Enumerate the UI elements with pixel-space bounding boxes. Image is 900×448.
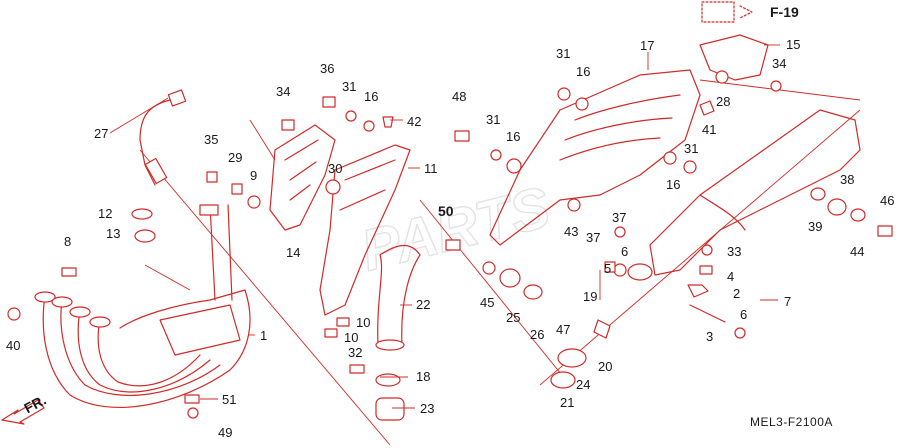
callout-1: 1 bbox=[260, 328, 267, 343]
oxygen-sensor bbox=[139, 89, 187, 186]
leader-lines bbox=[109, 44, 780, 409]
callout-10: 10 bbox=[356, 315, 370, 330]
callout-7: 7 bbox=[784, 294, 791, 309]
callout-40: 40 bbox=[6, 338, 20, 353]
callout-17: 17 bbox=[640, 38, 654, 53]
callout-47: 47 bbox=[556, 322, 570, 337]
callout-6b: 6 bbox=[740, 307, 747, 322]
callout-31b: 31 bbox=[486, 112, 500, 127]
callout-49: 49 bbox=[218, 425, 232, 440]
callout-29: 29 bbox=[228, 150, 242, 165]
callout-19: 19 bbox=[583, 289, 597, 304]
callout-36: 36 bbox=[320, 61, 334, 76]
front-arrow-icon bbox=[1, 399, 45, 425]
callout-16d: 16 bbox=[666, 177, 680, 192]
diagram-code: MEL3-F2100A bbox=[750, 415, 833, 429]
callout-34: 34 bbox=[276, 84, 290, 99]
hardware bbox=[7, 70, 893, 419]
guide-line bbox=[699, 79, 861, 101]
callout-37b: 37 bbox=[586, 230, 600, 245]
callout-46: 46 bbox=[880, 193, 894, 208]
callout-16: 16 bbox=[576, 64, 590, 79]
callouts: 1 2 3 4 5 6 6 7 8 9 10 10 11 12 13 14 15… bbox=[6, 37, 894, 440]
callout-28: 28 bbox=[716, 94, 730, 109]
callout-12: 12 bbox=[98, 206, 112, 221]
callout-20: 20 bbox=[598, 359, 612, 374]
callout-22: 22 bbox=[416, 297, 430, 312]
callout-39: 39 bbox=[808, 219, 822, 234]
callout-48: 48 bbox=[452, 89, 466, 104]
callout-32: 32 bbox=[348, 345, 362, 360]
callout-4: 4 bbox=[727, 269, 734, 284]
guide-line bbox=[419, 199, 571, 386]
callout-38: 38 bbox=[840, 172, 854, 187]
callout-23: 23 bbox=[420, 401, 434, 416]
callout-16c: 16 bbox=[506, 129, 520, 144]
callout-37: 37 bbox=[612, 210, 626, 225]
muffler bbox=[627, 109, 861, 281]
connecting-pipe bbox=[375, 245, 421, 421]
callout-3: 3 bbox=[706, 329, 713, 344]
callout-10b: 10 bbox=[344, 330, 358, 345]
watermark: PARTS bbox=[355, 174, 557, 283]
guide-line bbox=[539, 109, 861, 386]
callout-33: 33 bbox=[727, 244, 741, 259]
callout-44: 44 bbox=[850, 244, 864, 259]
callout-27: 27 bbox=[94, 126, 108, 141]
callout-31: 31 bbox=[342, 79, 356, 94]
callout-26: 26 bbox=[530, 327, 544, 342]
callout-8: 8 bbox=[64, 234, 71, 249]
callout-31c: 31 bbox=[556, 46, 570, 61]
callout-11: 11 bbox=[424, 161, 438, 176]
heat-cover bbox=[699, 34, 769, 81]
callout-13: 13 bbox=[106, 226, 120, 241]
callout-42: 42 bbox=[407, 114, 421, 129]
callout-25: 25 bbox=[506, 310, 520, 325]
callout-51: 51 bbox=[222, 392, 236, 407]
callout-41: 41 bbox=[702, 122, 716, 137]
callout-45: 45 bbox=[480, 295, 494, 310]
callout-30: 30 bbox=[328, 161, 342, 176]
callout-35: 35 bbox=[204, 132, 218, 147]
callout-9: 9 bbox=[250, 168, 257, 183]
callout-31d: 31 bbox=[684, 141, 698, 156]
reference-arrow bbox=[701, 1, 753, 23]
guide-line bbox=[249, 119, 276, 161]
callout-14: 14 bbox=[286, 245, 300, 260]
callout-18: 18 bbox=[416, 369, 430, 384]
callout-50: 50 bbox=[438, 203, 454, 219]
callout-24: 24 bbox=[576, 377, 590, 392]
callout-34b: 34 bbox=[772, 56, 786, 71]
callout-2: 2 bbox=[733, 286, 740, 301]
callout-15: 15 bbox=[786, 37, 800, 52]
callout-43: 43 bbox=[564, 224, 578, 239]
callout-5: 5 bbox=[604, 261, 611, 276]
exhaust-header-assembly bbox=[34, 204, 251, 408]
callout-21: 21 bbox=[560, 395, 574, 410]
reference-label: F-19 bbox=[770, 4, 799, 20]
guide-line bbox=[139, 149, 391, 446]
heat-shield-front bbox=[269, 124, 336, 231]
heat-shield-long bbox=[319, 144, 411, 316]
exhaust-chamber bbox=[489, 69, 701, 246]
callout-6: 6 bbox=[621, 244, 628, 259]
callout-16b: 16 bbox=[364, 89, 378, 104]
